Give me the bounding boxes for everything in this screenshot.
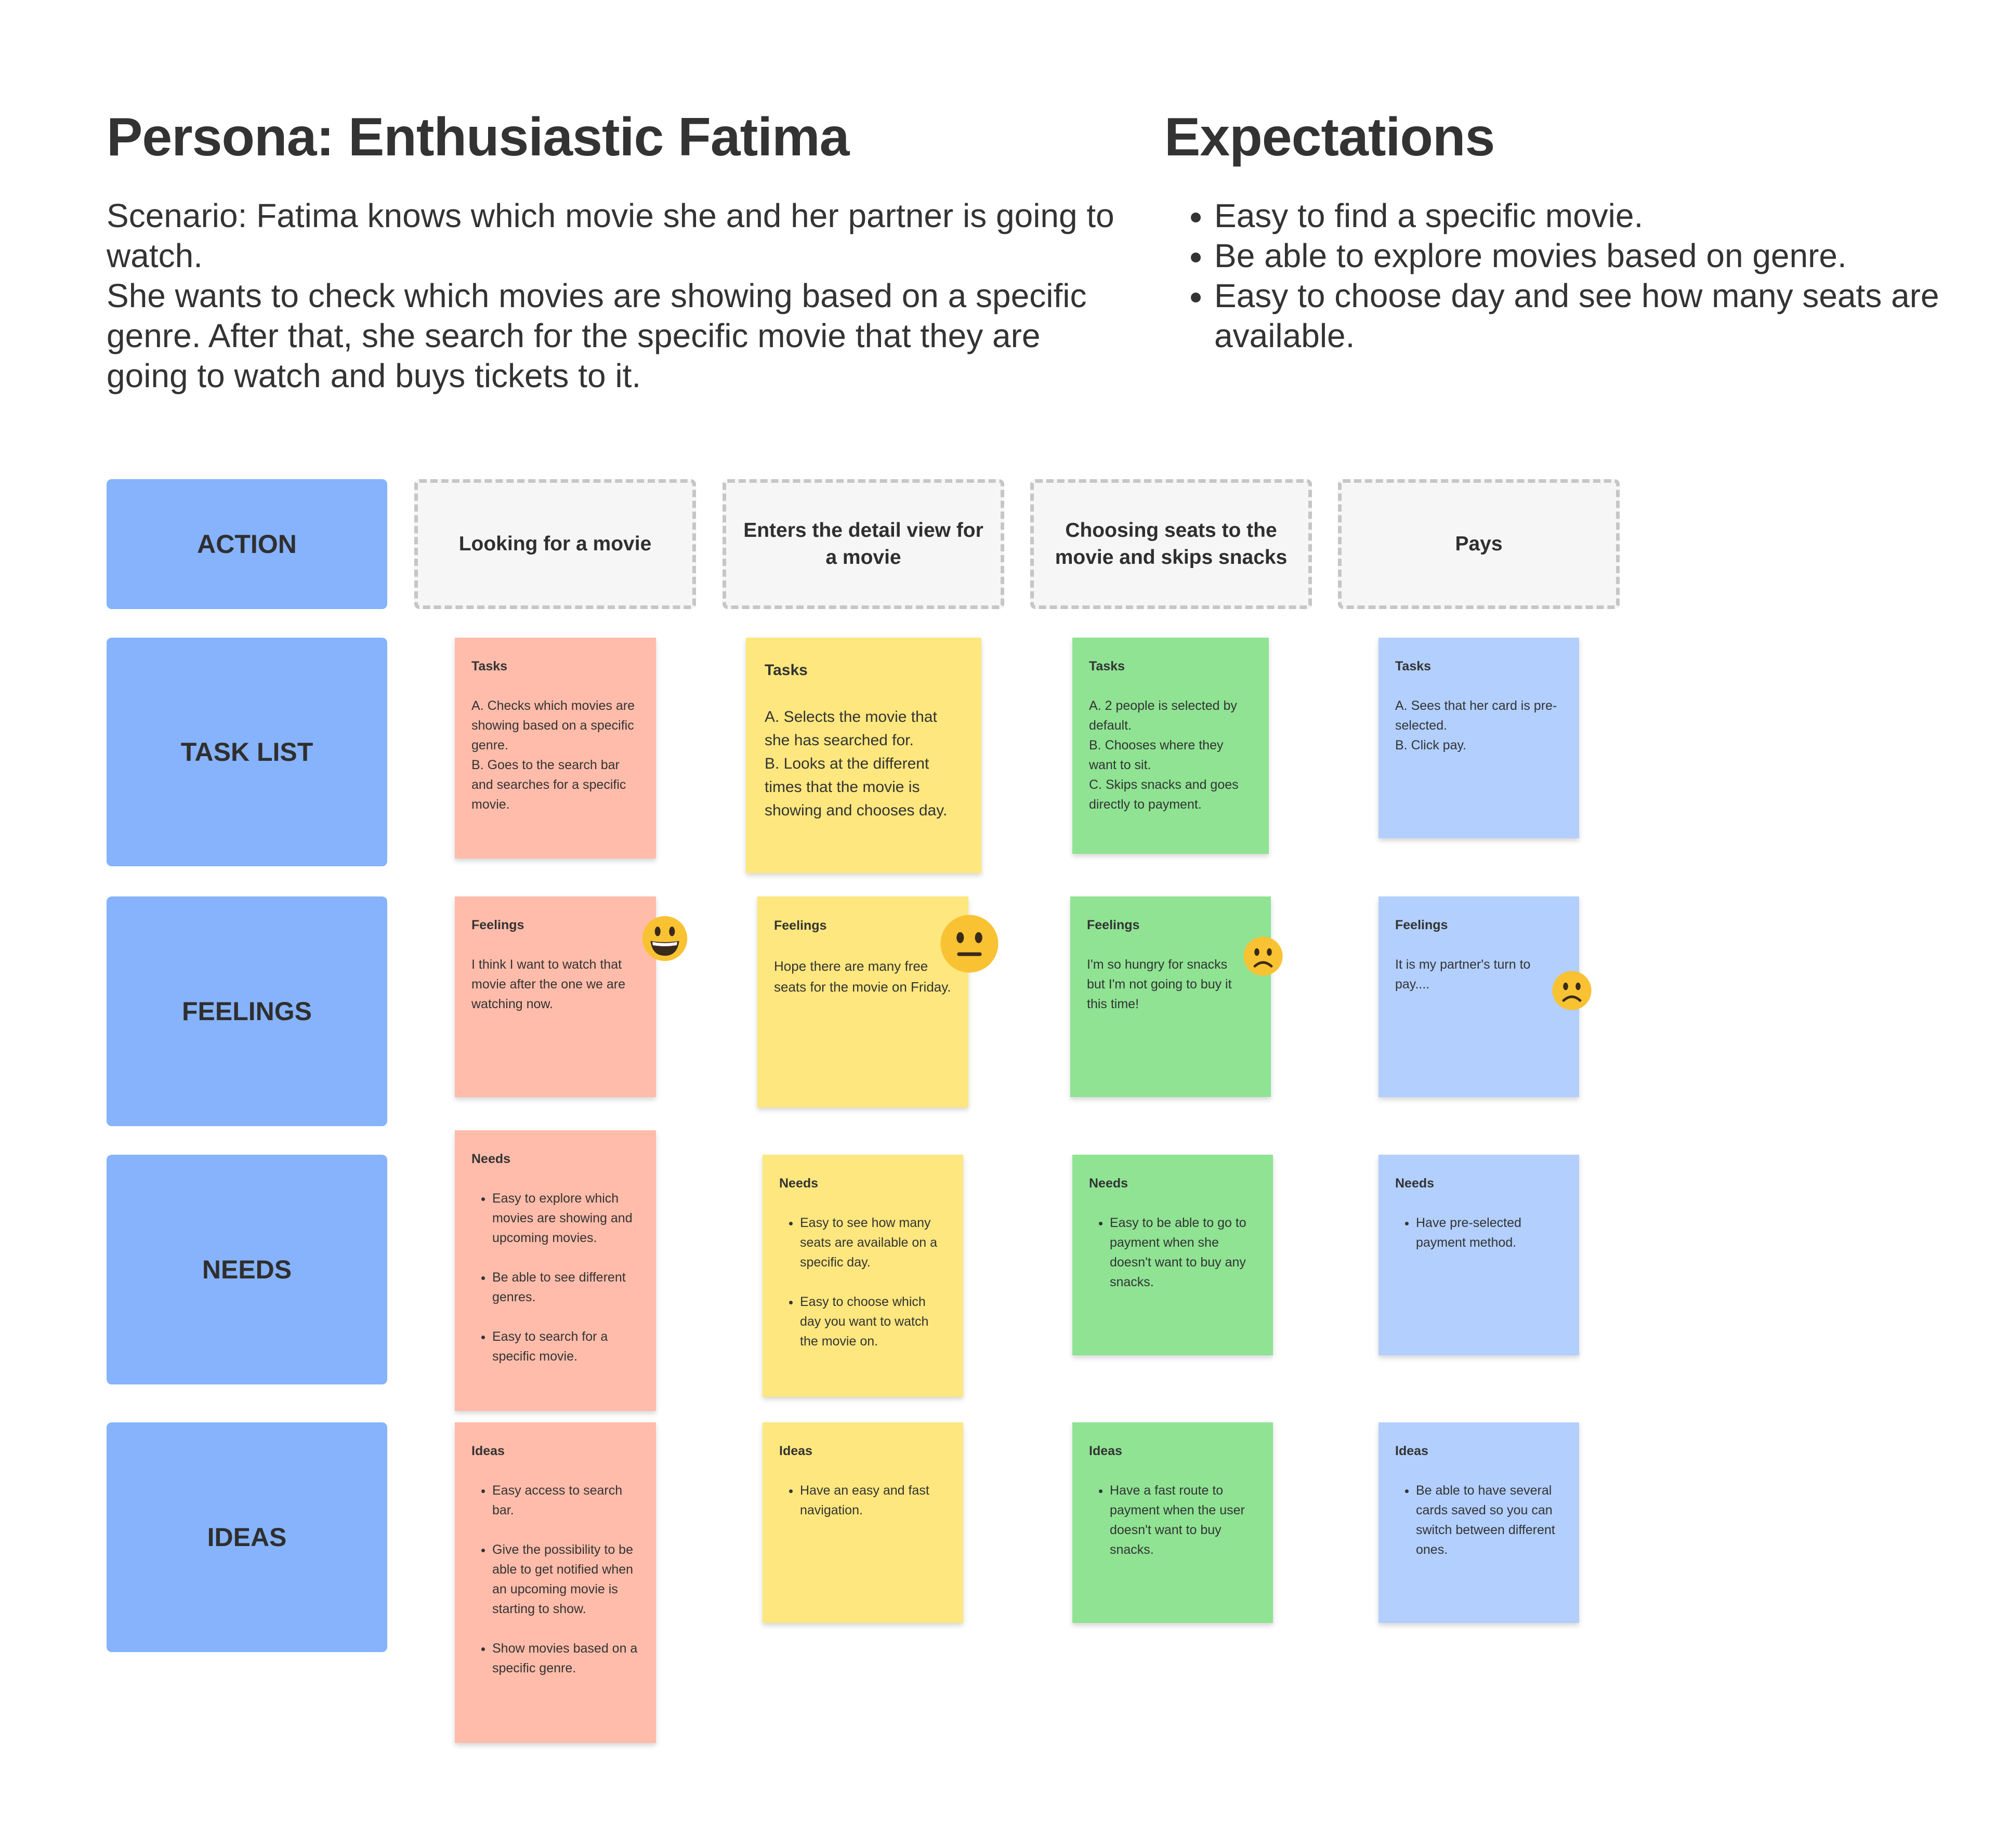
persona-title: Persona: Enthusiastic Fatima: [107, 107, 849, 167]
needs-list: Easy to see how many seats are available…: [779, 1213, 948, 1351]
task-note: Tasks A. Sees that her card is pre-selec…: [1378, 638, 1579, 838]
task-note: Tasks A. 2 people is selected by default…: [1072, 638, 1269, 854]
needs-item: Easy to explore which movies are showing…: [492, 1189, 640, 1248]
feeling-text: Hope there are many free seats for the m…: [774, 958, 951, 995]
note-title: Tasks: [1395, 659, 1432, 674]
needs-item: Easy to choose which day you want to wat…: [800, 1292, 948, 1351]
ideas-list: Be able to have several cards saved so y…: [1395, 1481, 1564, 1560]
note-title: Needs: [1395, 1176, 1435, 1191]
expectation-item: Easy to choose day and see how many seat…: [1214, 276, 1968, 356]
needs-note: Needs Easy to explore which movies are s…: [455, 1130, 656, 1411]
feeling-note: Feelings It is my partner's turn to pay.…: [1378, 896, 1579, 1097]
stage-looking-for-movie: Looking for a movie: [414, 479, 696, 609]
task-line: A. Sees that her card is pre-selected.: [1395, 698, 1557, 733]
needs-note: Needs Easy to be able to go to payment w…: [1072, 1155, 1273, 1355]
note-title: Feelings: [1087, 918, 1140, 932]
expectation-item: Be able to explore movies based on genre…: [1214, 236, 1968, 276]
ideas-list: Have an easy and fast navigation.: [779, 1481, 948, 1520]
note-title: Ideas: [1089, 1444, 1122, 1458]
feeling-text: I think I want to watch that movie after…: [471, 957, 625, 1011]
needs-list: Have pre-selected payment method.: [1395, 1213, 1564, 1252]
expectations-list: Easy to find a specific movie. Be able t…: [1164, 196, 1968, 356]
stage-choosing-seats: Choosing seats to the movie and skips sn…: [1030, 479, 1312, 609]
task-line: B. Click pay.: [1395, 738, 1467, 753]
note-title: Tasks: [471, 659, 508, 674]
needs-note: Needs Have pre-selected payment method.: [1378, 1155, 1579, 1355]
note-title: Needs: [779, 1176, 819, 1191]
needs-note: Needs Easy to see how many seats are ava…: [763, 1155, 963, 1397]
needs-item: Easy to search for a specific movie.: [492, 1327, 640, 1366]
scenario-line: She wants to check which movies are show…: [107, 277, 1087, 394]
needs-item: Have pre-selected payment method.: [1416, 1213, 1564, 1252]
ideas-item: Easy access to search bar.: [492, 1481, 640, 1520]
note-title: Feelings: [1395, 918, 1448, 932]
task-line: B. Looks at the different times that the…: [765, 755, 948, 819]
feeling-text: It is my partner's turn to pay....: [1395, 957, 1531, 992]
task-line: C. Skips snacks and goes directly to pay…: [1089, 777, 1239, 812]
slightly-frowning-face-icon: [1243, 936, 1283, 976]
note-title: Ideas: [1395, 1444, 1428, 1458]
stage-detail-view: Enters the detail view for a movie: [723, 479, 1004, 609]
needs-item: Easy to be able to go to payment when sh…: [1110, 1213, 1257, 1292]
scenario-text: Scenario: Fatima knows which movie she a…: [107, 196, 1125, 396]
note-title: Ideas: [471, 1444, 505, 1458]
task-line: B. Goes to the search bar and searches f…: [471, 758, 626, 812]
feeling-note: Feelings I'm so hungry for snacks but I'…: [1070, 896, 1271, 1097]
ideas-item: Have a fast route to payment when the us…: [1110, 1481, 1257, 1560]
slightly-frowning-face-icon: [1552, 971, 1592, 1010]
row-label-task-list: TASK LIST: [107, 638, 387, 866]
row-label-needs: NEEDS: [107, 1155, 387, 1384]
task-note: Tasks A. Selects the movie that she has …: [746, 638, 981, 873]
ideas-note: Ideas Easy access to search bar. Give th…: [455, 1422, 656, 1743]
note-title: Ideas: [779, 1444, 812, 1458]
note-title: Feelings: [471, 918, 524, 932]
ideas-item: Have an easy and fast navigation.: [800, 1481, 948, 1520]
grinning-face-icon: [642, 916, 688, 961]
row-label-action: ACTION: [107, 479, 387, 609]
note-title: Needs: [471, 1152, 511, 1166]
expectations-title: Expectations: [1164, 107, 1495, 167]
neutral-face-icon: [940, 915, 999, 973]
ideas-list: Easy access to search bar. Give the poss…: [471, 1481, 640, 1678]
task-note: Tasks A. Checks which movies are showing…: [455, 638, 656, 859]
row-label-feelings: FEELINGS: [107, 896, 387, 1126]
ideas-item: Show movies based on a specific genre.: [492, 1639, 640, 1678]
task-line: B. Chooses where they want to sit.: [1089, 738, 1224, 772]
stage-pays: Pays: [1338, 479, 1620, 609]
ideas-list: Have a fast route to payment when the us…: [1089, 1481, 1257, 1560]
task-line: A. 2 people is selected by default.: [1089, 698, 1237, 733]
note-title: Tasks: [765, 662, 808, 679]
feeling-text: I'm so hungry for snacks but I'm not goi…: [1087, 957, 1232, 1011]
ideas-note: Ideas Have an easy and fast navigation.: [763, 1422, 963, 1623]
note-title: Tasks: [1089, 659, 1125, 674]
feeling-note: Feelings I think I want to watch that mo…: [455, 896, 656, 1097]
needs-item: Easy to see how many seats are available…: [800, 1213, 948, 1272]
ideas-item: Be able to have several cards saved so y…: [1416, 1481, 1564, 1560]
ideas-item: Give the possibility to be able to get n…: [492, 1540, 640, 1619]
row-label-ideas: IDEAS: [107, 1422, 387, 1652]
needs-list: Easy to be able to go to payment when sh…: [1089, 1213, 1257, 1292]
expectation-item: Easy to find a specific movie.: [1214, 196, 1968, 236]
ideas-note: Ideas Have a fast route to payment when …: [1072, 1422, 1273, 1623]
needs-item: Be able to see different genres.: [492, 1268, 640, 1307]
scenario-line: Scenario: Fatima knows which movie she a…: [107, 197, 1114, 274]
note-title: Needs: [1089, 1176, 1128, 1191]
feeling-note: Feelings Hope there are many free seats …: [757, 896, 968, 1107]
task-line: A. Selects the movie that she has search…: [765, 708, 937, 749]
needs-list: Easy to explore which movies are showing…: [471, 1189, 640, 1366]
ideas-note: Ideas Be able to have several cards save…: [1378, 1422, 1579, 1623]
task-line: A. Checks which movies are showing based…: [471, 698, 635, 753]
note-title: Feelings: [774, 918, 827, 933]
